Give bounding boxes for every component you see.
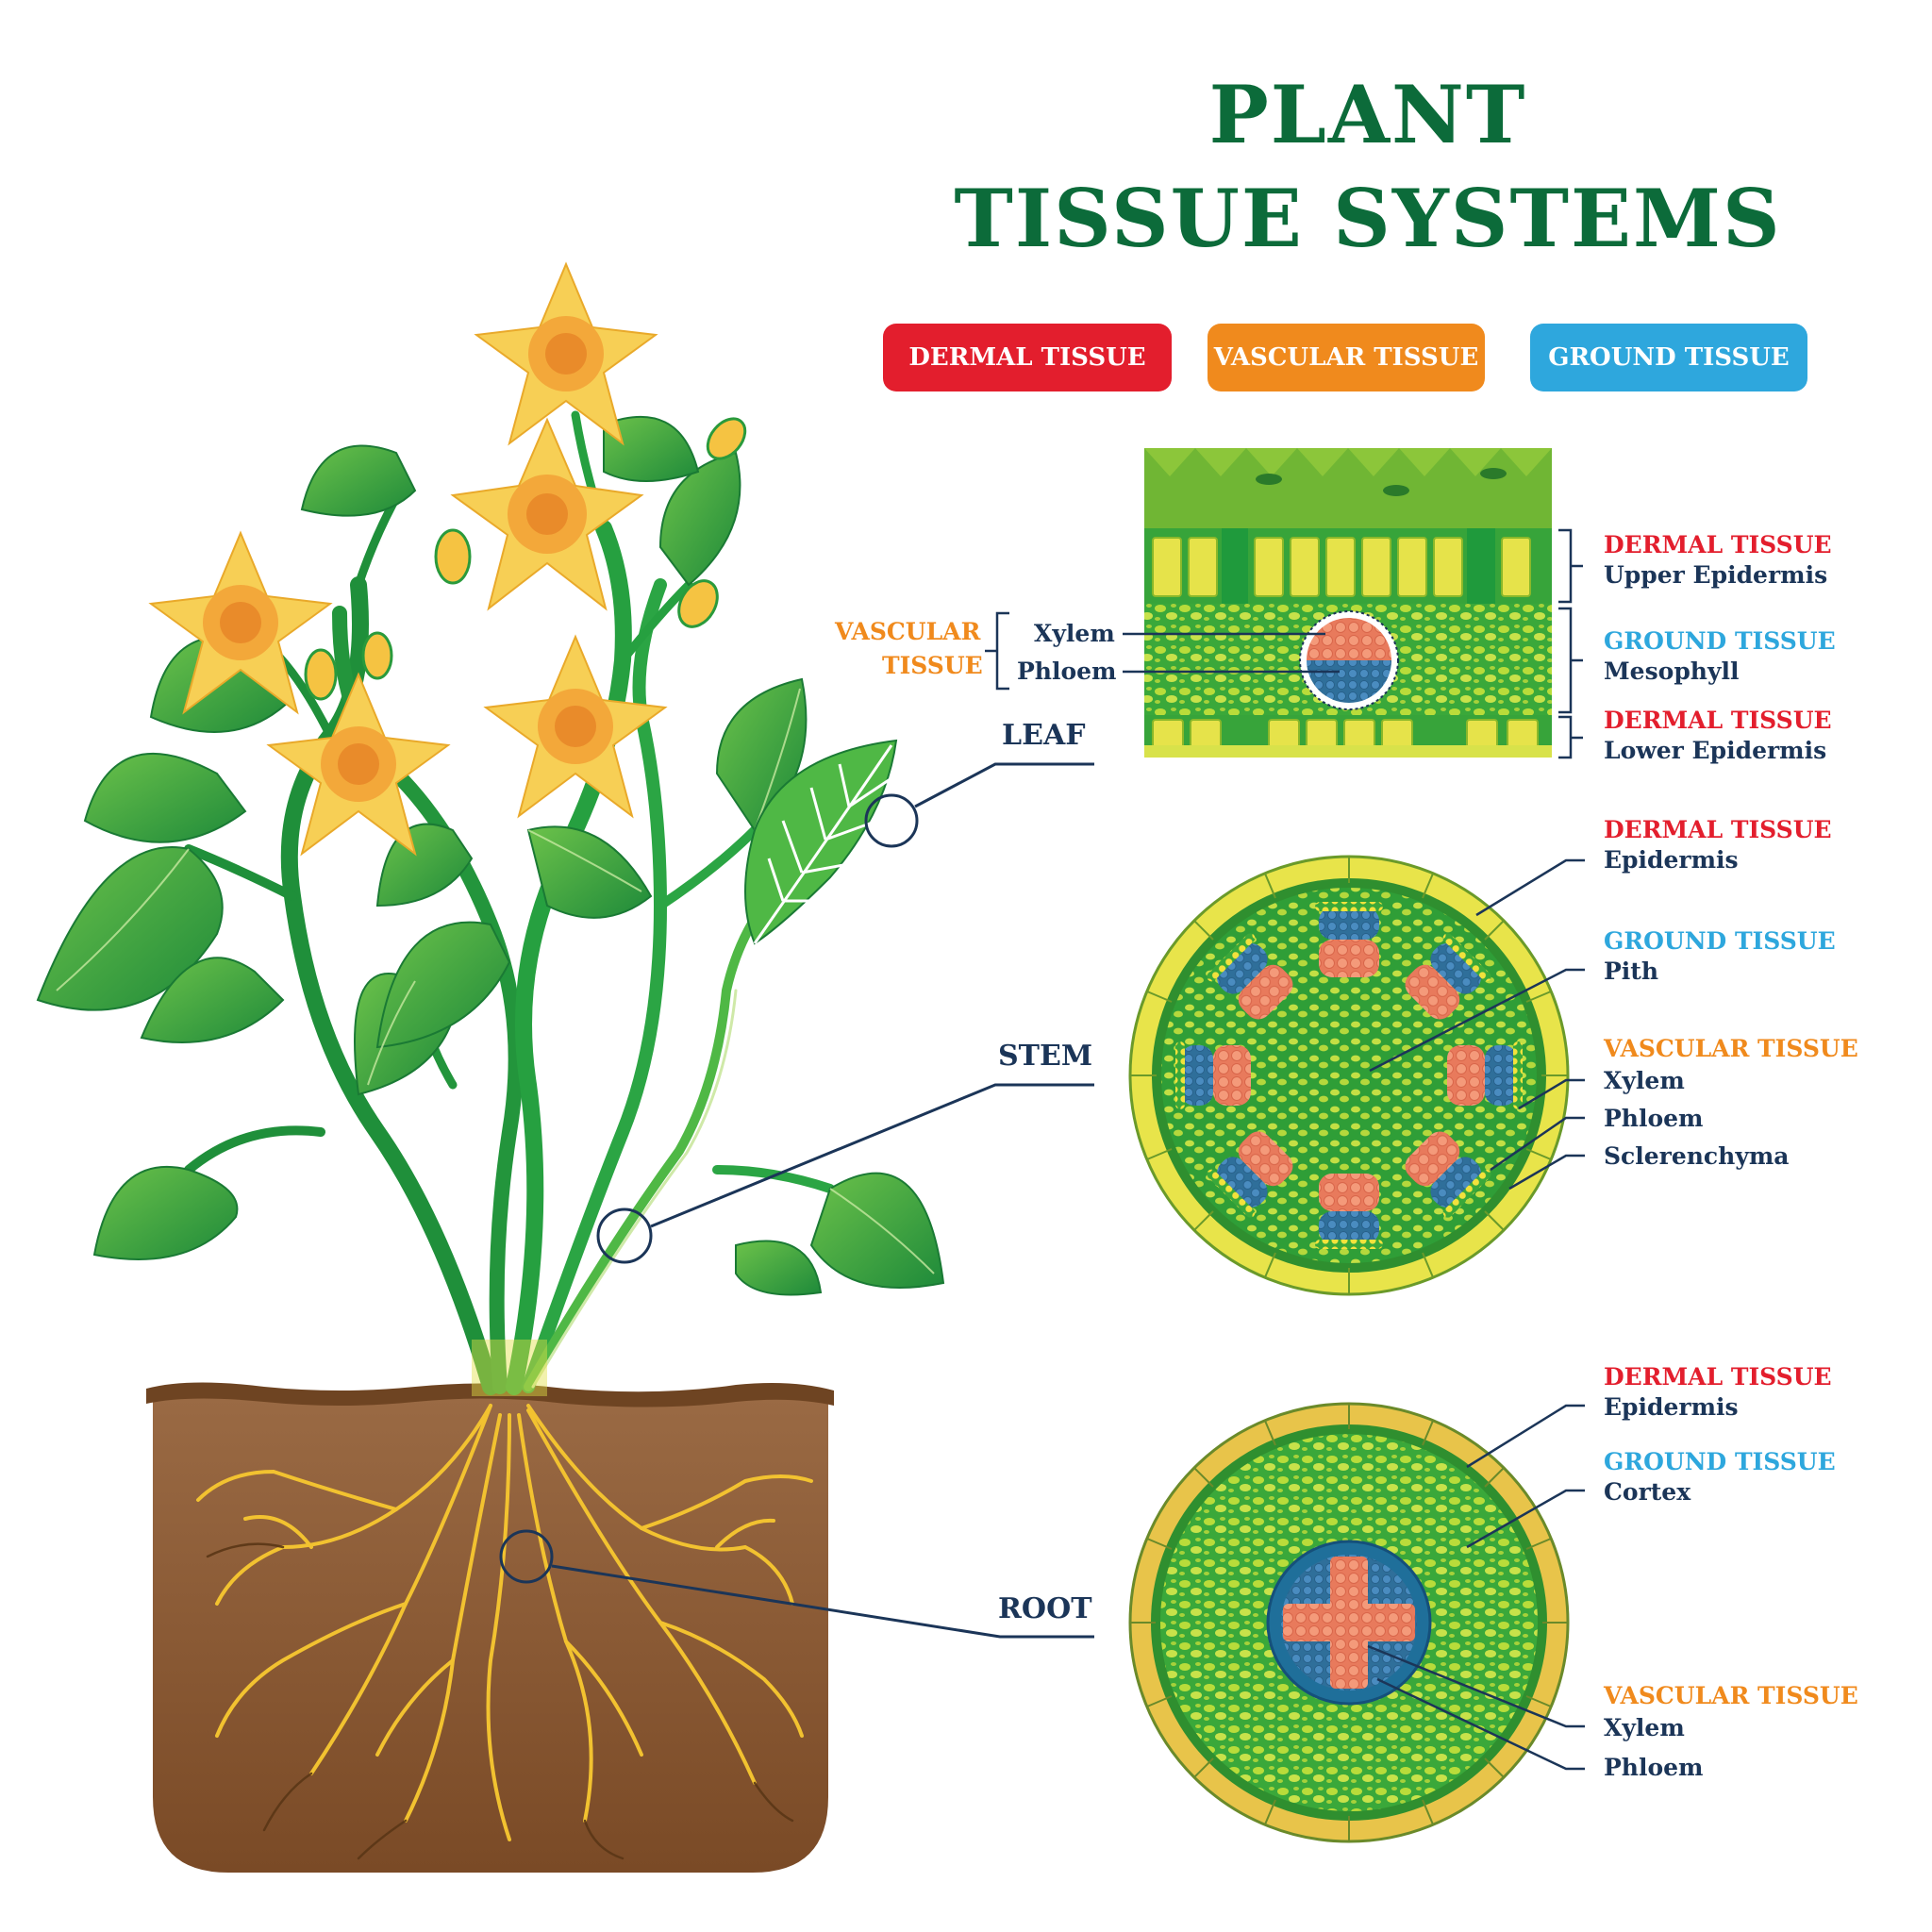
root-dermal-tissue: DERMAL TISSUE (1604, 1363, 1832, 1391)
label-leaf: LEAF (1002, 719, 1086, 752)
stem-xylem: Xylem (1604, 1067, 1685, 1094)
stem-cross-section (1128, 855, 1585, 1296)
veined-leaf (744, 739, 898, 945)
leaf-upper-tissue: DERMAL TISSUE (1604, 531, 1832, 558)
leaf-phloem-label: Phloem (1017, 658, 1117, 685)
stem-ground-tissue: GROUND TISSUE (1604, 927, 1836, 955)
stem-phloem: Phloem (1604, 1105, 1704, 1132)
root-ground-tissue: GROUND TISSUE (1604, 1448, 1836, 1475)
leaf-lower-epidermis: Lower Epidermis (1604, 737, 1827, 764)
roots (196, 1404, 813, 1841)
callout-lines (499, 762, 1094, 1639)
root-cross-section (1128, 1402, 1585, 1843)
legend-ground: GROUND TISSUE (1530, 324, 1807, 391)
root-vascular-tissue: VASCULAR TISSUE (1604, 1682, 1858, 1709)
title-line-2: TISSUE SYSTEMS (954, 172, 1782, 265)
flowers (148, 261, 668, 857)
root-cortex: Cortex (1604, 1478, 1691, 1506)
root-phloem: Phloem (1604, 1754, 1704, 1781)
legend-vascular: VASCULAR TISSUE (1208, 324, 1485, 391)
stem-vascular-tissue: VASCULAR TISSUE (1604, 1035, 1858, 1062)
leaf-cross-section (985, 448, 1583, 759)
label-root: ROOT (998, 1592, 1092, 1625)
leaf-xylem-label: Xylem (1034, 620, 1115, 647)
root-hairs (206, 1542, 794, 1860)
leaf-mesophyll: Mesophyll (1604, 658, 1740, 685)
flower-buds (304, 417, 747, 701)
legend-dermal: DERMAL TISSUE (883, 324, 1172, 391)
leaf-middle-tissue: GROUND TISSUE (1604, 627, 1836, 655)
root-epidermis: Epidermis (1604, 1393, 1739, 1421)
stem-epidermis: Epidermis (1604, 846, 1739, 874)
leaf-lower-tissue: DERMAL TISSUE (1604, 707, 1832, 734)
root-xylem: Xylem (1604, 1714, 1685, 1741)
leaf-vascular-title-2: TISSUE (882, 652, 983, 679)
label-stem: STEM (998, 1040, 1093, 1073)
stem-pith: Pith (1604, 958, 1659, 985)
title-line-1: PLANT (1208, 68, 1527, 161)
leaf-upper-epidermis: Upper Epidermis (1604, 561, 1828, 589)
leaf-veins (56, 688, 935, 1274)
stem-dermal-tissue: DERMAL TISSUE (1604, 816, 1832, 843)
leaf-vascular-title: VASCULAR (835, 618, 981, 645)
stem-sclerenchyma: Sclerenchyma (1604, 1142, 1790, 1170)
